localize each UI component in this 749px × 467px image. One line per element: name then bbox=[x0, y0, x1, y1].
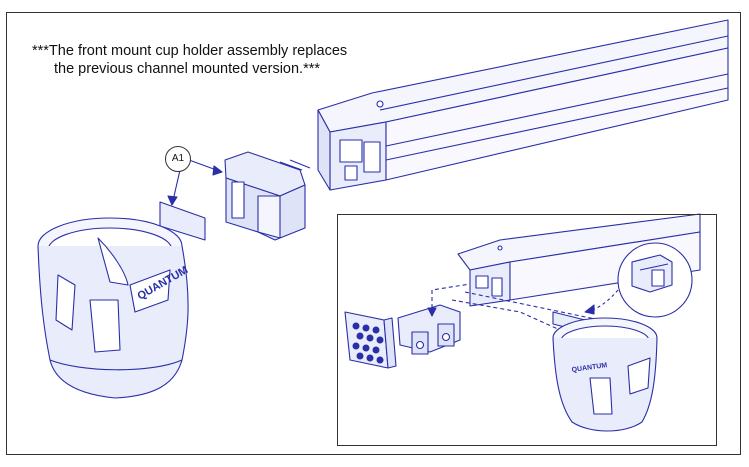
callout-a1: A1 bbox=[165, 146, 191, 172]
assembly-note: ***The front mount cup holder assembly r… bbox=[32, 42, 372, 78]
channel-rail bbox=[317, 19, 729, 191]
diagram-frame bbox=[6, 12, 741, 455]
assembly-path-lines bbox=[431, 283, 601, 331]
cup-holder-large bbox=[37, 201, 206, 399]
inset-detail-frame bbox=[337, 214, 717, 446]
note-line-1: ***The front mount cup holder assembly r… bbox=[32, 43, 348, 59]
brand-label-small: QUANTUM bbox=[571, 362, 608, 374]
cup-holder-small bbox=[552, 311, 658, 432]
note-line-2: the previous channel mounted version.*** bbox=[54, 61, 320, 77]
honeycomb-insert bbox=[344, 311, 397, 369]
callout-leaders bbox=[167, 159, 223, 206]
mount-bracket bbox=[224, 151, 311, 241]
assembly-arrow bbox=[427, 307, 437, 317]
detail-magnifier bbox=[584, 242, 693, 318]
inset-bracket bbox=[397, 304, 461, 355]
